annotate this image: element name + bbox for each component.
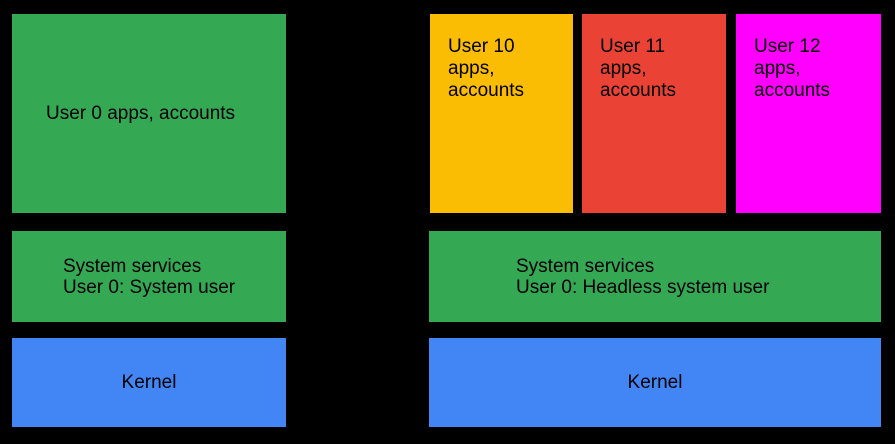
user10-apps-line3: accounts [448,80,525,101]
system-services-left-line1: System services [63,255,202,277]
system-services-right-line2: User 0: Headless system user [516,276,770,298]
user12-apps-line3: accounts [754,80,831,101]
user0-apps-label: User 0 apps, accounts [46,102,236,124]
kernel-block-left: Kernel [12,338,286,427]
user10-apps-block: User 10 apps, accounts [430,14,573,213]
user11-apps-line2: apps, [600,58,647,79]
user11-apps-block: User 11 apps, accounts [582,14,726,213]
user10-apps-line1: User 10 [448,36,515,57]
user0-apps-block: User 0 apps, accounts [12,14,286,213]
system-services-right-line1: System services [516,255,655,277]
system-services-block-right: System services User 0: Headless system … [429,231,881,322]
user12-apps-line2: apps, [754,58,801,79]
user12-apps-block: User 12 apps, accounts [736,14,881,213]
user10-apps-line2: apps, [448,58,495,79]
kernel-left-label: Kernel [121,371,177,393]
system-services-left-line2: User 0: System user [63,276,236,298]
user11-apps-line3: accounts [600,80,677,101]
system-services-block-left: System services User 0: System user [12,231,286,322]
kernel-block-right: Kernel [429,338,881,427]
user11-apps-line1: User 11 [600,36,666,57]
kernel-right-label: Kernel [627,371,683,393]
user12-apps-line1: User 12 [754,36,821,57]
